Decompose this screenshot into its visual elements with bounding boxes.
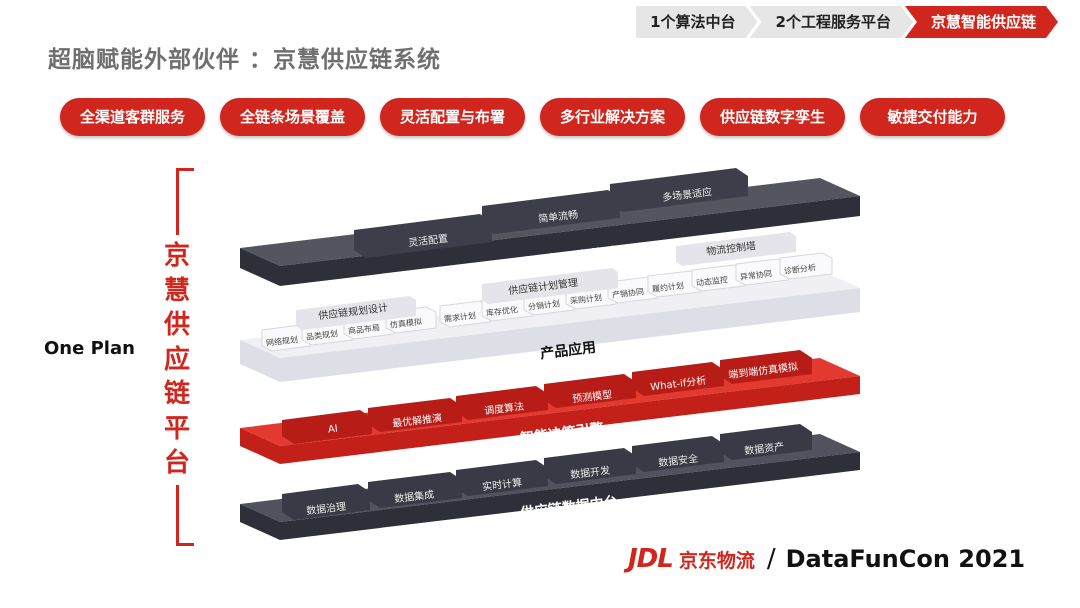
feature-pill: 全链条场景覆盖 xyxy=(220,98,365,136)
breadcrumb-item-algorithm[interactable]: 1个算法中台 xyxy=(636,6,757,38)
platform-vertical-title: 京慧供应链平台 xyxy=(160,235,194,485)
footer-separator: / xyxy=(766,544,776,574)
decision-layer-front xyxy=(240,376,860,464)
feature-pill: 灵活配置与布署 xyxy=(380,98,525,136)
feature-pill: 供应链数字孪生 xyxy=(700,98,845,136)
one-plan-label: One Plan xyxy=(44,338,135,359)
breadcrumb: 1个算法中台 2个工程服务平台 京慧智能供应链 xyxy=(644,6,1058,38)
feature-pill: 敏捷交付能力 xyxy=(860,98,1005,136)
product-layer-front xyxy=(240,288,860,382)
page-title: 超脑赋能外部伙伴 ：京慧供应链系统 xyxy=(48,47,442,73)
product-layer-top xyxy=(240,270,860,358)
experience-layer-front xyxy=(240,196,860,286)
decision-blocks xyxy=(282,350,812,444)
jdl-logo: JDL xyxy=(628,544,674,574)
event-name: DataFunCon 2021 xyxy=(785,545,1026,573)
feature-pill: 全渠道客群服务 xyxy=(60,98,205,136)
data-layer-front xyxy=(240,452,860,540)
footer-logo: JDL 京东物流 / DataFunCon 2021 xyxy=(628,544,1025,574)
feature-pills: 全渠道客群服务 全链条场景覆盖 灵活配置与布署 多行业解决方案 供应链数字孪生 … xyxy=(60,98,1005,136)
breadcrumb-item-engineering[interactable]: 2个工程服务平台 xyxy=(750,6,913,38)
experience-blocks xyxy=(354,168,748,258)
feature-pill: 多行业解决方案 xyxy=(540,98,685,136)
product-group-headers xyxy=(296,232,796,330)
data-blocks xyxy=(282,424,812,520)
product-blocks xyxy=(261,252,833,352)
decision-block-label: AI xyxy=(327,423,339,436)
breadcrumb-item-jinghui[interactable]: 京慧智能供应链 xyxy=(905,6,1058,38)
jdl-logo-cn: 京东物流 xyxy=(678,549,755,572)
